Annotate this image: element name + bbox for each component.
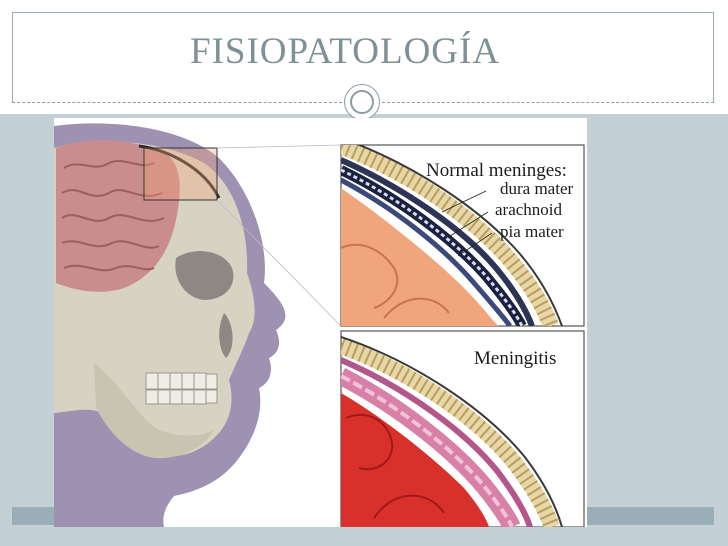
title-frame [12,12,714,102]
arachnoid-label: arachnoid [495,200,563,219]
meningitis-panel-art [341,336,563,527]
eye-socket [175,251,234,300]
meningitis-heading: Meningitis [474,348,557,369]
title-divider-left [12,102,342,103]
title-divider-right [382,102,714,103]
normal-meninges-heading: Normal meninges: [426,160,567,181]
normal-panel-art [341,145,563,326]
dura-mater-label: dura mater [500,179,574,198]
pia-mater-label: pia mater [500,222,564,241]
zoom-box [143,147,218,201]
meninges-illustration: Normal meninges: dura mater arachnoid pi… [54,118,587,527]
mandible [94,363,214,459]
slide-title: FISIOPATOLOGÍA [190,31,501,72]
illustration-drawing [54,123,585,527]
double-circle-icon [344,84,380,120]
nasal-cavity [219,313,233,358]
teeth [145,372,218,405]
